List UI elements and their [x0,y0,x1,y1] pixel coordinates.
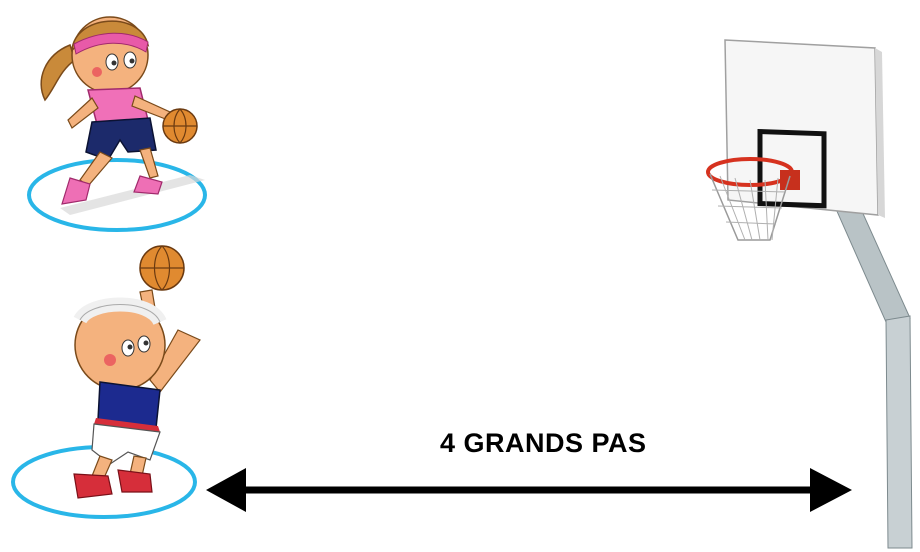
hoop-pole [831,197,911,323]
girl-marker-ring [27,158,207,232]
arrow-head-left [206,468,246,512]
backboard [724,39,879,216]
boy-shooting-illustration [11,245,201,519]
backboard-target-square [757,128,827,209]
distance-arrow [206,468,852,512]
arrow-head-right [810,468,852,512]
distance-label: 4 GRANDS PAS [440,428,647,458]
basketball-hoop-illustration [706,39,913,549]
girl-dribbling-illustration [27,16,207,232]
